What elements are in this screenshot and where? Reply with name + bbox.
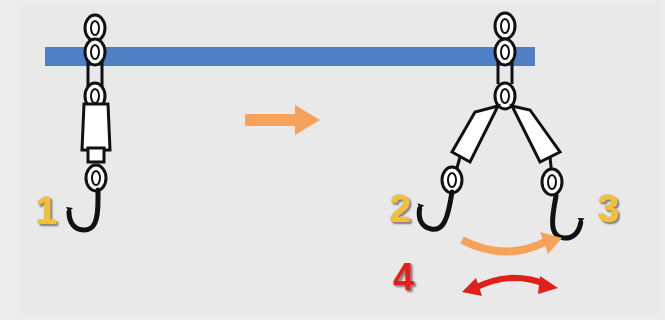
swing-arrow bbox=[462, 240, 545, 252]
callout-number: 2 bbox=[390, 190, 411, 228]
swing-arrow-head bbox=[540, 232, 562, 254]
callout-number: 4 bbox=[393, 258, 414, 296]
callout-number: 1 bbox=[36, 192, 57, 230]
hoist-right bbox=[414, 13, 588, 241]
oscillation-arrow-head bbox=[462, 278, 482, 296]
oscillation-arrow bbox=[475, 278, 545, 288]
beam bbox=[45, 47, 535, 66]
hoist-left bbox=[66, 15, 110, 230]
oscillation-arrow-head bbox=[538, 276, 558, 294]
ground bbox=[22, 2, 660, 314]
transition-arrow bbox=[245, 105, 320, 135]
callout-number: 3 bbox=[598, 190, 619, 228]
